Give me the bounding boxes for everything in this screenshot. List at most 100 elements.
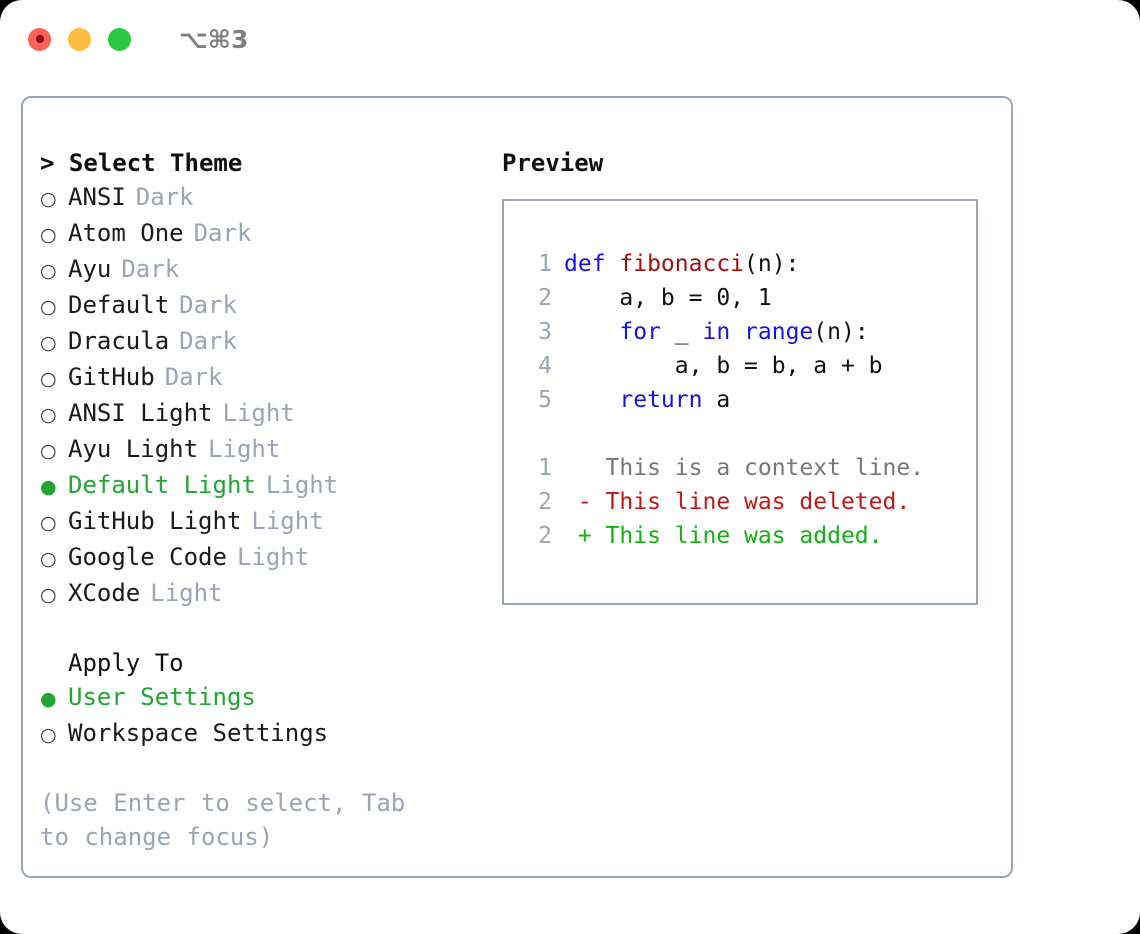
code-token-fn: fibonacci [619,251,745,277]
diff-line-number: 2 [538,523,552,549]
zoom-button[interactable] [108,27,131,51]
code-token-plain: a, b = 0, 1 [564,285,772,311]
code-line: 4 a, b = b, a + b [504,349,976,383]
select-theme-header: > Select Theme [40,149,243,177]
theme-option-label: Dracula [68,327,170,355]
theme-option-atom-one[interactable]: ○ Atom One Dark [40,216,490,252]
list-spacer [40,612,490,646]
theme-option-label: GitHub [68,363,155,391]
radio-unselected-icon: ○ [40,724,57,746]
code-line-text: a, b = b, a + b [564,349,883,383]
code-line-number: 5 [538,387,552,413]
code-line-text: return a [564,383,730,417]
code-line: 1 def fibonacci(n): [504,247,976,281]
close-button[interactable] [28,27,51,51]
code-token-plain: a [702,387,731,413]
apply-to-option-user-settings[interactable]: ● User Settings [40,680,490,716]
diff-line-add: 2 + This line was added. [504,519,976,553]
theme-variant-tag: Dark [179,291,237,319]
keyboard-hint-text: (Use Enter to select, Tab to change focu… [40,789,406,851]
radio-unselected-icon: ○ [40,260,57,282]
theme-variant-tag: Dark [135,183,194,211]
code-token-kw: def [564,251,620,277]
theme-option-label: Google Code [68,543,227,571]
theme-variant-tag: Light [265,471,339,499]
theme-variant-tag: Dark [193,219,252,247]
diff-line-text: - This line was deleted. [564,489,911,515]
apply-to-list[interactable]: ● User Settings ○ Workspace Settings [40,680,490,752]
radio-unselected-icon: ○ [40,548,57,570]
theme-variant-tag: Light [208,435,281,463]
code-token-plain [730,319,744,345]
diff-line-ctx: 1 This is a context line. [504,451,976,485]
code-token-plain: (n): [744,251,800,277]
theme-variant-tag: Light [251,507,324,535]
radio-selected-icon: ● [40,476,57,498]
code-line-text: def fibonacci(n): [564,247,799,281]
theme-option-default-light[interactable]: ● Default Light Light [40,468,490,504]
apply-to-option-workspace-settings[interactable]: ○ Workspace Settings [40,716,490,752]
theme-variant-tag: Light [150,579,223,607]
theme-variant-tag: Dark [179,327,237,355]
code-line-number: 1 [538,251,552,277]
code-line-number: 3 [538,319,552,345]
theme-option-github[interactable]: ○ GitHub Dark [40,360,490,396]
code-token-plain: a, b = b, a + b [564,353,883,379]
theme-option-google-code[interactable]: ○ Google Code Light [40,540,490,576]
theme-option-ayu[interactable]: ○ Ayu Dark [40,252,490,288]
theme-option-label: Ayu [68,255,112,283]
apply-to-header: Apply To [68,649,184,677]
code-line: 5 return a [504,383,976,417]
radio-unselected-icon: ○ [40,584,57,606]
apply-to-option-label: User Settings [68,683,256,711]
theme-option-label: GitHub Light [68,507,242,535]
radio-unselected-icon: ○ [40,404,57,426]
diff-line-del: 2 - This line was deleted. [504,485,976,519]
radio-selected-icon: ● [40,688,57,710]
code-diff-gap [504,417,976,451]
code-token-kw: for [619,319,661,345]
radio-unselected-icon: ○ [40,440,57,462]
code-line-text: a, b = 0, 1 [564,281,772,315]
code-line-number: 4 [538,353,552,379]
code-line-number: 2 [538,285,552,311]
theme-option-label: Atom One [68,219,184,247]
theme-option-label: XCode [68,579,141,607]
theme-variant-tag: Light [222,399,295,427]
code-line-text: for _ in range(n): [564,315,869,349]
keyboard-shortcut-label: ⌥⌘3 [179,24,249,54]
radio-unselected-icon: ○ [40,224,57,246]
code-token-plain: (n): [813,319,869,345]
theme-option-label: ANSI [68,183,126,211]
radio-unselected-icon: ○ [40,512,57,534]
theme-option-label: Default [68,291,170,319]
radio-unselected-icon: ○ [40,188,57,210]
minimize-button[interactable] [68,27,91,51]
radio-unselected-icon: ○ [40,368,57,390]
code-token-plain [564,387,619,413]
theme-option-github-light[interactable]: ○ GitHub Light Light [40,504,490,540]
diff-sample: 1 This is a context line.2 - This line w… [504,451,976,553]
apply-to-option-label: Workspace Settings [68,719,329,747]
diff-line-text: + This line was added. [564,523,883,549]
theme-variant-tag: Light [236,543,310,571]
theme-option-label: Default Light [68,471,256,499]
traffic-lights [28,27,131,51]
theme-variant-tag: Dark [121,255,180,283]
theme-option-xcode[interactable]: ○ XCode Light [40,576,490,612]
theme-variant-tag: Dark [164,363,223,391]
code-token-kw: range [744,319,814,345]
code-line: 3 for _ in range(n): [504,315,976,349]
code-token-plain: _ [660,319,703,345]
theme-option-ansi[interactable]: ○ ANSI Dark [40,180,490,216]
